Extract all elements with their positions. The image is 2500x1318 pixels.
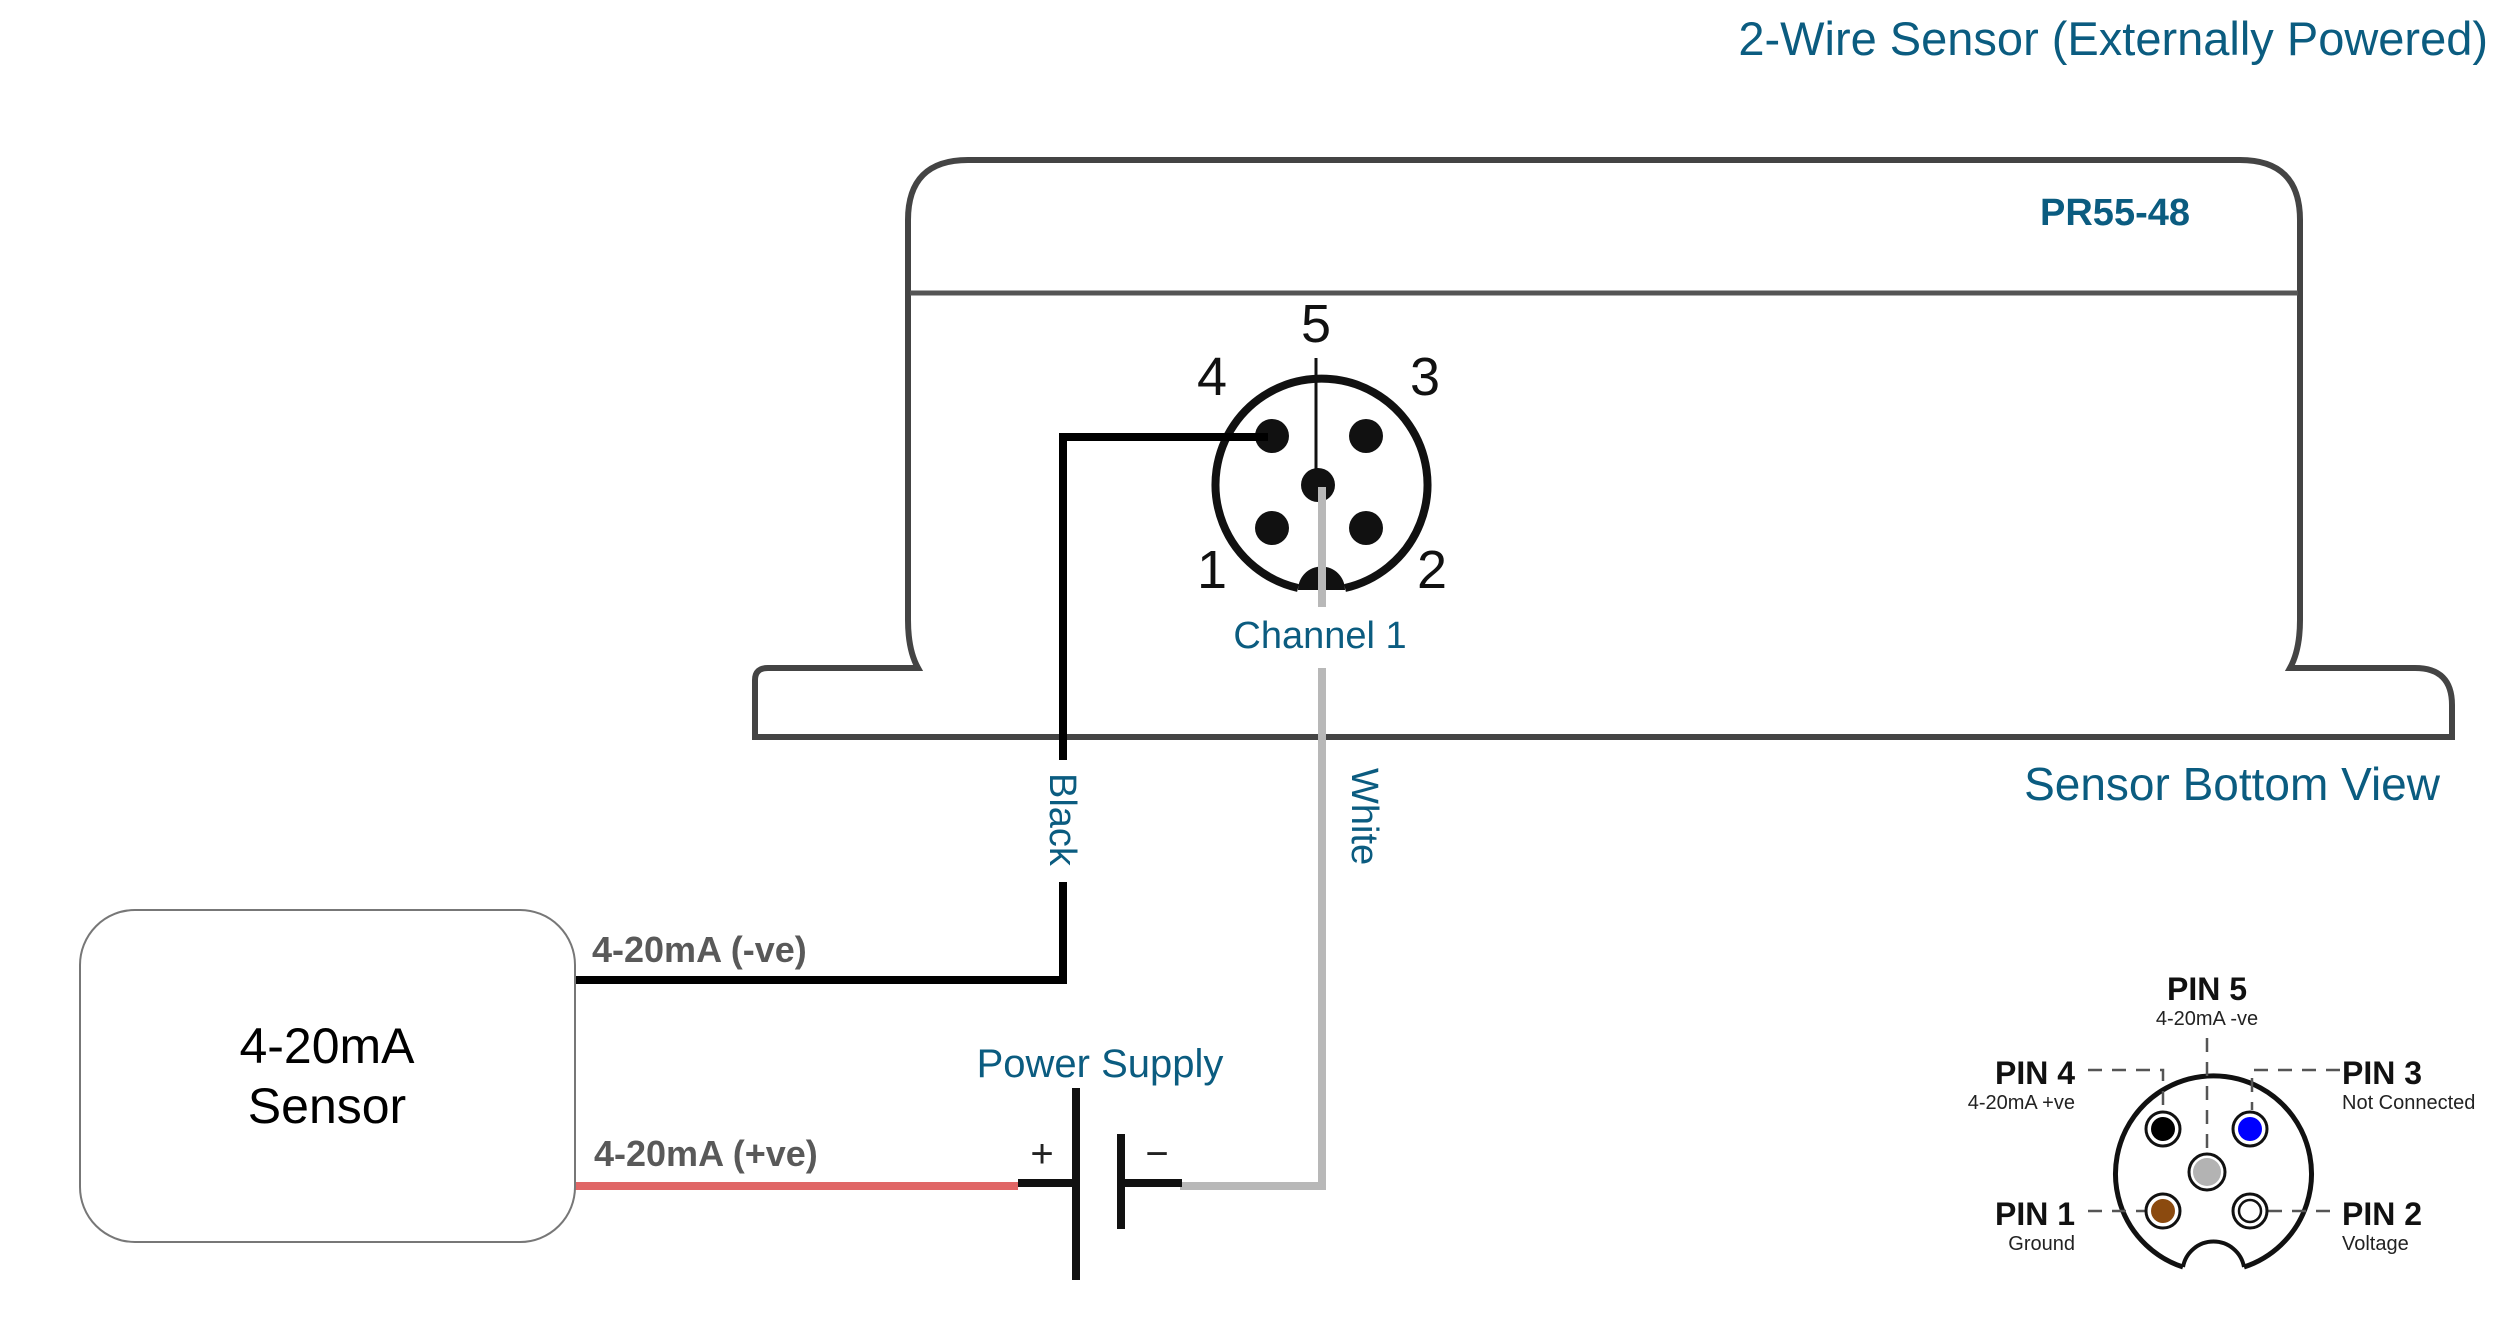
legend-pin2-name: PIN 2 [2342,1196,2422,1232]
diagram-title: 2-Wire Sensor (Externally Powered) [1738,12,2488,65]
pin-number-5: 5 [1301,294,1331,354]
sensor-label-line1: 4-20mA [239,1018,415,1074]
legend-connector-key [2181,1239,2246,1268]
device-model: PR55-48 [2040,192,2190,234]
pin-3-dot [1349,419,1383,453]
legend-pin3-desc: Not Connected [2342,1092,2475,1114]
pin-legend: PIN 5 4-20mA -ve PIN 4 4-20mA +ve PIN 3 … [1968,971,2475,1270]
pin-2-dot [1349,511,1383,545]
legend-pin1-desc: Ground [2008,1233,2075,1255]
lead-negative-label: 4-20mA (-ve) [592,929,807,970]
view-label: Sensor Bottom View [2024,758,2441,810]
legend-pin5-dot [2193,1158,2221,1186]
legend-pin4-dot [2151,1117,2175,1141]
sensor-box-outline [79,909,576,1243]
legend-pin2-desc: Voltage [2342,1233,2409,1255]
leader-pin3 [2250,1068,2340,1110]
connector: 5 4 3 1 2 Channel 1 [1197,294,1447,657]
channel-label: Channel 1 [1233,615,1406,657]
sensor-label-line2: Sensor [248,1078,406,1134]
legend-pin1-name: PIN 1 [1995,1196,2075,1232]
legend-pin3-name: PIN 3 [2342,1055,2422,1091]
enclosure-body [752,157,2455,740]
black-wire-upper [1059,433,1268,760]
ps-plus-sign: + [1030,1132,1053,1176]
legend-pin5-desc: 4-20mA -ve [2156,1008,2258,1030]
white-wire-lower [1180,668,1326,1190]
legend-pin1-dot [2151,1199,2175,1223]
leader-pin4 [2088,1068,2165,1110]
pin-number-4: 4 [1197,347,1227,407]
pin-number-2: 2 [1417,540,1447,600]
pin-number-1: 1 [1197,540,1227,600]
legend-pin5-name: PIN 5 [2167,971,2247,1007]
legend-pin4-name: PIN 4 [1995,1055,2075,1091]
white-wire-label: White [1343,768,1385,865]
pin-4-dot [1255,419,1289,453]
legend-pin4-desc: 4-20mA +ve [1968,1092,2075,1114]
black-wire-label: Black [1041,773,1083,867]
lead-positive-label: 4-20mA (+ve) [594,1133,818,1174]
pin-5-dot [1301,468,1335,502]
connector-ring [1211,374,1432,592]
power-supply: Power Supply + − [977,1042,1224,1280]
power-supply-label: Power Supply [977,1042,1224,1086]
sensor-box: 4-20mA Sensor [79,909,576,1243]
black-wire: Black [575,433,1268,984]
pin-number-3: 3 [1410,347,1440,407]
sensor-enclosure: PR55-48 [752,157,2455,740]
white-wire: White [1180,487,1385,1190]
pin-1-dot [1255,511,1289,545]
black-wire-lower [575,882,1067,984]
legend-connector-ring [2113,1073,2314,1270]
legend-pin2-dot [2237,1198,2263,1224]
legend-pin3-dot [2238,1117,2262,1141]
ps-minus-sign: − [1145,1132,1168,1176]
